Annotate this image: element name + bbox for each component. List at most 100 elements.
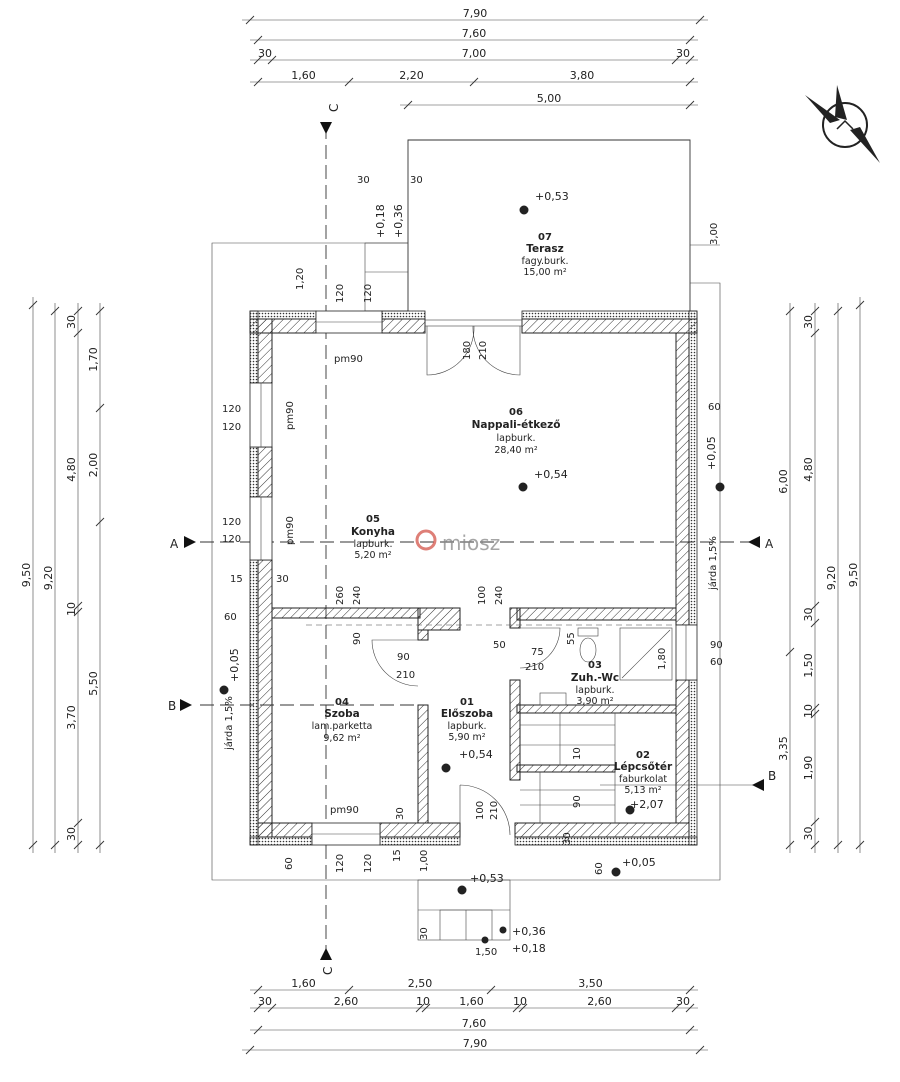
dimension-tick — [73, 840, 83, 850]
door-width: 100 — [475, 801, 486, 820]
dimension-tick — [73, 607, 83, 617]
dimension-label: 30 — [65, 315, 78, 329]
dimension-tick — [685, 77, 695, 87]
room-area: 5,13 m² — [624, 785, 661, 796]
window-height: 120 — [222, 534, 241, 545]
sidewalk-slope-label: járda 1,5% — [223, 696, 235, 751]
window-height: 120 — [363, 854, 374, 873]
dimension-label: 9,20 — [825, 566, 838, 591]
room-area: 28,40 m² — [494, 445, 537, 456]
dimension-label: 30 — [802, 608, 815, 622]
dimension-tick — [344, 985, 354, 995]
dimension-label: 30 — [258, 47, 272, 60]
dimension-label: 7,00 — [462, 47, 487, 60]
level-markers: +0,53 +0,54 +0,05 +0,05 +0,54 +2,07 +0,5… — [228, 190, 718, 955]
dimension-label: 10 — [416, 995, 430, 1008]
dimension-tick — [855, 300, 865, 310]
dimension-tick — [810, 601, 820, 611]
dimension-tick — [685, 985, 695, 995]
dimension-tick — [95, 517, 105, 527]
dimension-tick — [685, 100, 695, 110]
north-arrow-icon — [805, 85, 880, 163]
dimension-tick — [253, 35, 263, 45]
svg-text:60: 60 — [284, 857, 295, 870]
dimension-label: 7,90 — [463, 1037, 488, 1050]
window-width: 120 — [222, 404, 241, 415]
dimension-label: 1,90 — [802, 756, 815, 781]
section-c-top: C — [327, 104, 341, 112]
svg-text:30: 30 — [357, 175, 370, 186]
svg-text:30: 30 — [395, 807, 406, 820]
dimension-tick — [245, 1045, 255, 1055]
room-finish: lapburk. — [576, 685, 615, 696]
room-nappali: 06 Nappali-étkező lapburk. 28,40 m² — [472, 407, 561, 456]
dimension-tick — [695, 15, 705, 25]
room-finish: lam.parketta — [312, 721, 373, 732]
svg-text:60: 60 — [224, 612, 237, 623]
svg-text:60: 60 — [708, 402, 721, 413]
room-finish: lapburk. — [354, 539, 393, 550]
room-name: Konyha — [351, 526, 395, 538]
section-b-right: B — [768, 769, 776, 783]
room-finish: fagy.burk. — [522, 256, 569, 267]
shower-size: 1,80 — [657, 648, 668, 670]
dimension-tick — [486, 985, 496, 995]
dimension-tick — [810, 817, 820, 827]
dimension-label: 9,50 — [20, 563, 33, 588]
dimension-tick — [253, 985, 263, 995]
terrace-outline — [211, 139, 721, 941]
room-number: 03 — [588, 660, 602, 671]
room-name: Zuh.-Wc — [571, 672, 619, 684]
dimension-label: 4,80 — [802, 457, 815, 482]
door-width: 90 — [397, 652, 410, 663]
svg-text:30: 30 — [410, 175, 423, 186]
svg-text:240: 240 — [352, 586, 363, 605]
opening-labels: pm90 pm90 pm90 pm90 120 120 120 120 120 … — [222, 284, 668, 873]
dimension-label: 3,50 — [578, 977, 603, 990]
dimension-label: 3,35 — [777, 736, 790, 761]
dimension-label: 30 — [676, 995, 690, 1008]
dimension-label: 1,50 — [802, 653, 815, 678]
svg-text:15: 15 — [392, 849, 403, 862]
dimension-label: 7,60 — [462, 1017, 487, 1030]
dimension-label: 10 — [65, 602, 78, 616]
section-b-left: B — [168, 699, 176, 713]
level-label: +0,53 — [470, 872, 504, 885]
dimension-tick — [253, 77, 263, 87]
dimension-tick — [785, 840, 795, 850]
dimension-tick — [95, 306, 105, 316]
dimension-tick — [253, 1003, 263, 1013]
sidewalk-slope-label: járda 1,5% — [707, 536, 719, 591]
dimension-label: 9,20 — [42, 566, 55, 591]
dimension-tick — [671, 1003, 681, 1013]
dimension-tick — [415, 1003, 425, 1013]
dimension-label: 30 — [802, 315, 815, 329]
dimension-label: 1,60 — [291, 977, 316, 990]
dimension-tick — [833, 306, 843, 316]
svg-text:miosz: miosz — [442, 531, 500, 555]
room-konyha: 05 Konyha lapburk. 5,20 m² — [351, 514, 395, 561]
level-label: +0,36 — [392, 204, 405, 238]
room-area: 9,62 m² — [323, 733, 360, 744]
dimension-tick — [50, 306, 60, 316]
dimension-tick — [695, 1045, 705, 1055]
room-name: Lépcsőtér — [614, 761, 673, 773]
room-number: 05 — [366, 514, 380, 525]
svg-text:260: 260 — [335, 586, 346, 605]
dimension-label: 5,00 — [537, 92, 562, 105]
room-number: 01 — [460, 697, 474, 708]
window-width: 120 — [335, 854, 346, 873]
dimension-tick — [512, 1003, 522, 1013]
svg-text:15: 15 — [230, 574, 243, 585]
svg-text:1,00: 1,00 — [419, 850, 430, 872]
door-height: 210 — [489, 801, 500, 820]
dimension-tick — [73, 306, 83, 316]
room-finish: lapburk. — [497, 433, 536, 444]
svg-text:60: 60 — [710, 657, 723, 668]
section-a-left: A — [170, 537, 179, 551]
window-label: pm90 — [285, 516, 296, 545]
dimension-tick — [810, 618, 820, 628]
level-symbols — [219, 205, 725, 944]
svg-text:1,50: 1,50 — [475, 947, 497, 958]
